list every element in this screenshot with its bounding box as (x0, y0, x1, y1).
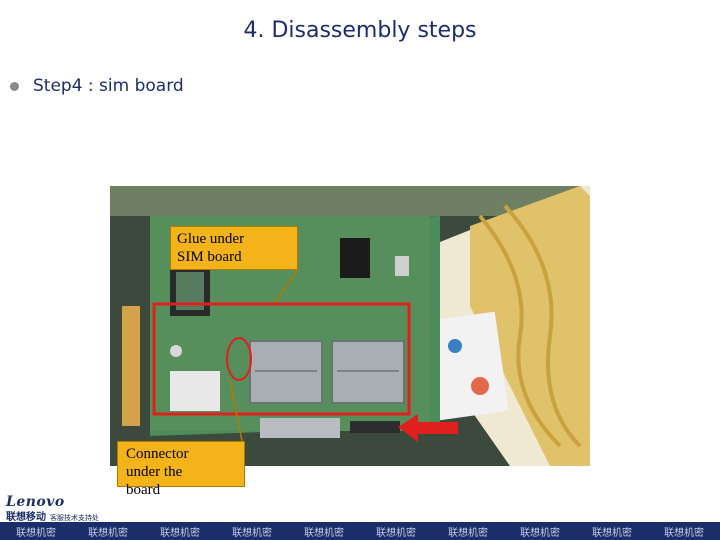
footer-confidential: 联想机密 (160, 527, 200, 539)
footer-confidential: 联想机密 (520, 527, 560, 539)
footer-confidential: 联想机密 (376, 527, 416, 539)
footer-confidential: 联想机密 (88, 527, 128, 539)
footer-confidential: 联想机密 (664, 527, 704, 539)
logo-chinese-name: 联想移动 (6, 512, 46, 523)
bullet-step: Step4 : sim board (10, 75, 184, 97)
footer-confidential: 联想机密 (304, 527, 344, 539)
glue-circle-marker (226, 337, 252, 381)
callout-glue: Glue under SIM board (170, 226, 298, 270)
footer-confidential: 联想机密 (448, 527, 488, 539)
sim-card-image (425, 186, 590, 466)
footer-confidential: 联想机密 (232, 527, 272, 539)
glue-callout-pointer (274, 269, 299, 303)
callout-connector: Connector under the board (117, 441, 245, 498)
slide-title: 4. Disassembly steps (243, 18, 477, 43)
highlight-rectangle (152, 302, 411, 416)
footer-band: 联想机密 联想机密 联想机密 联想机密 联想机密 联想机密 联想机密 联想机密 … (0, 522, 720, 540)
footer-confidential: 联想机密 (592, 527, 632, 539)
bullet-dot-icon (10, 81, 19, 91)
connector-callout-pointer (229, 379, 243, 442)
connector-arrow-icon (398, 414, 458, 442)
logo-chinese: 联想移动客服技术支持处 (6, 508, 99, 523)
logo-chinese-subtitle: 客服技术支持处 (50, 514, 99, 522)
bullet-text: Step4 : sim board (33, 76, 184, 96)
footer-confidential: 联想机密 (16, 527, 56, 539)
pcb-board-image (122, 216, 440, 438)
lenovo-logo: Lenovo 联想移动客服技术支持处 (6, 494, 99, 523)
logo-wordmark: Lenovo (6, 494, 65, 510)
phone-board-photo (110, 186, 590, 466)
